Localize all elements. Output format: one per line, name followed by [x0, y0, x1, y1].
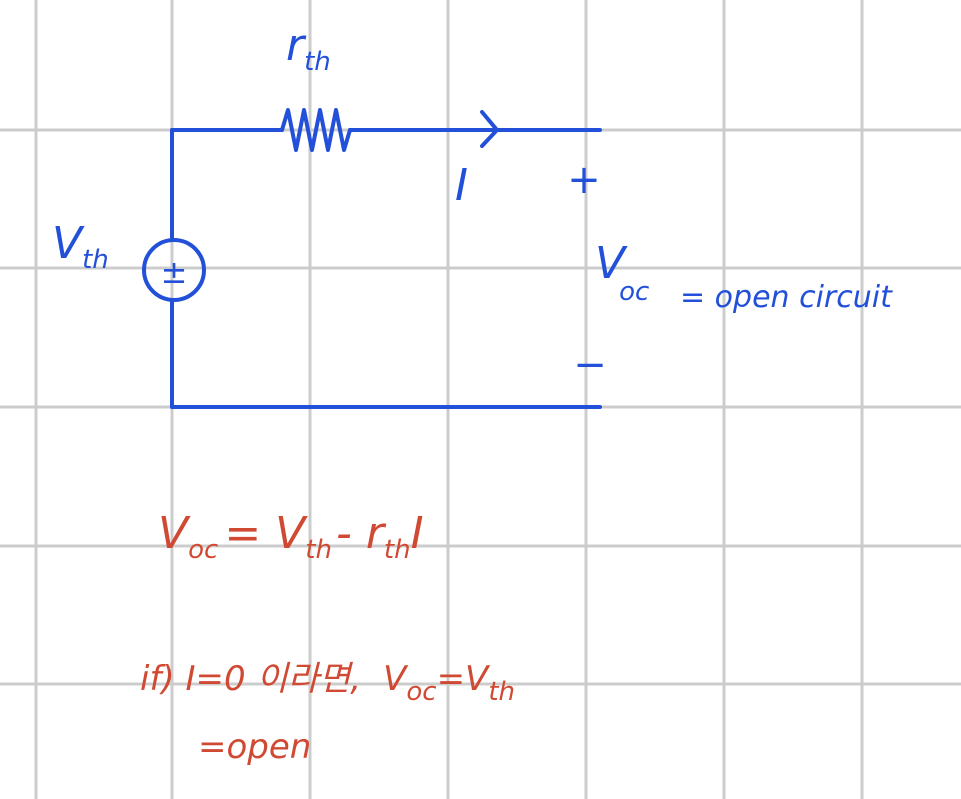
minus-terminal: −	[573, 342, 607, 388]
current-arrow	[480, 110, 499, 148]
plus-terminal: +	[567, 157, 601, 203]
resistor-rth	[280, 108, 352, 152]
open-circuit-note: = open circuit	[680, 280, 893, 315]
source-label: Vth	[52, 218, 109, 275]
condition-open-line: =open	[198, 727, 311, 767]
kvl-equation: Voc= Vth- rthI	[158, 508, 424, 565]
resistor-label: rth	[286, 20, 331, 77]
current-label: I	[455, 160, 468, 211]
voltage-source-symbol: ±	[161, 253, 188, 291]
condition-equation: if) I=0 이라면,Voc=Vth	[140, 659, 515, 707]
circuit	[142, 108, 602, 409]
